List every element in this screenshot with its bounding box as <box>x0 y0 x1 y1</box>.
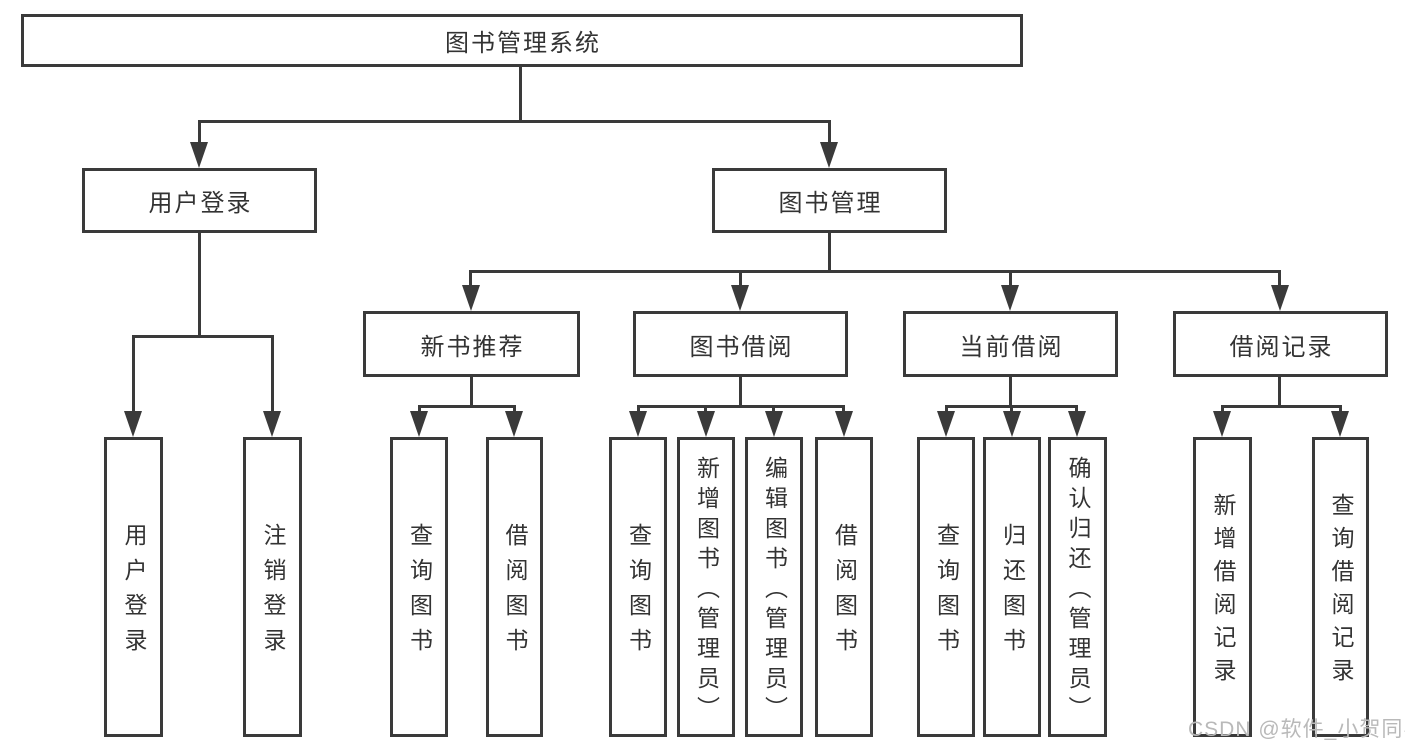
node-new-book-recommend: 新书推荐 <box>363 311 580 377</box>
edge-stub <box>418 405 421 412</box>
edge-rail <box>418 405 516 408</box>
edge-stub <box>513 405 516 412</box>
leaf-label: 确认归还（管理员） <box>1065 455 1091 726</box>
arrow-down-icon <box>629 411 647 437</box>
arrow-down-icon <box>1271 285 1289 311</box>
leaf-query-books: 查询图书 <box>390 437 448 737</box>
arrow-down-icon <box>731 285 749 311</box>
edge-stub <box>132 335 135 412</box>
leaf-return-books: 归还图书 <box>983 437 1041 737</box>
arrow-down-icon <box>820 142 838 168</box>
arrow-down-icon <box>1213 411 1231 437</box>
node-label: 借阅记录 <box>1229 333 1334 361</box>
arrow-down-icon <box>263 411 281 437</box>
node-label: 新书推荐 <box>420 333 525 361</box>
edge-level2-rail <box>198 120 831 123</box>
node-label: 图书管理系统 <box>445 30 601 57</box>
node-label: 当前借阅 <box>959 333 1064 361</box>
leaf-borrow-books: 借阅图书 <box>486 437 543 737</box>
edge-stub <box>469 270 472 286</box>
arrow-down-icon <box>1003 411 1021 437</box>
edge-rail <box>1221 405 1342 408</box>
leaf-label: 注销登录 <box>260 523 286 663</box>
edge-stub <box>271 335 274 412</box>
edge-stub <box>704 405 707 412</box>
leaf-label: 查询图书 <box>406 523 433 663</box>
edge-root-trunk <box>519 67 522 120</box>
edge-stub <box>1278 270 1281 286</box>
leaf-query-borrow-record: 查询借阅记录 <box>1312 437 1369 737</box>
edge-rail <box>637 405 845 408</box>
node-book-management: 图书管理 <box>712 168 947 233</box>
leaf-label: 编辑图书（管理员） <box>761 455 788 726</box>
arrow-down-icon <box>124 411 142 437</box>
leaf-label: 用户登录 <box>121 523 147 663</box>
leaf-user-login: 用户登录 <box>104 437 163 737</box>
leaf-label: 查询图书 <box>625 523 652 663</box>
leaf-label: 新增图书（管理员） <box>693 455 720 726</box>
edge-trunk <box>739 377 742 405</box>
node-label: 用户登录 <box>148 190 253 217</box>
node-current-borrow: 当前借阅 <box>903 311 1118 377</box>
leaf-query-books: 查询图书 <box>917 437 975 737</box>
edge-stub <box>1221 405 1224 412</box>
node-library-management-system: 图书管理系统 <box>21 14 1023 67</box>
leaf-borrow-books: 借阅图书 <box>815 437 873 737</box>
edge-stub <box>1339 405 1342 412</box>
leaf-label: 查询借阅记录 <box>1328 493 1354 691</box>
arrow-down-icon <box>835 411 853 437</box>
watermark: CSDN @软件_小贺同学 <box>1188 718 1405 741</box>
node-user-login: 用户登录 <box>82 168 317 233</box>
leaf-add-books-admin: 新增图书（管理员） <box>677 437 735 737</box>
leaf-edit-books-admin: 编辑图书（管理员） <box>745 437 803 737</box>
leaf-label: 查询图书 <box>933 523 960 663</box>
leaf-confirm-return-admin: 确认归还（管理员） <box>1048 437 1107 737</box>
arrow-down-icon <box>190 142 208 168</box>
arrow-down-icon <box>1068 411 1086 437</box>
edge-book-mgmt-trunk <box>828 232 831 270</box>
leaf-logout: 注销登录 <box>243 437 302 737</box>
edge-stub <box>828 120 831 143</box>
arrow-down-icon <box>1331 411 1349 437</box>
arrow-down-icon <box>697 411 715 437</box>
edge-trunk <box>1278 377 1281 405</box>
leaf-label: 借阅图书 <box>831 523 858 663</box>
leaf-add-borrow-record: 新增借阅记录 <box>1193 437 1252 737</box>
edge-stub <box>842 405 845 412</box>
leaf-label: 借阅图书 <box>502 523 528 663</box>
edge-stub <box>198 120 201 143</box>
edge-stub <box>637 405 640 412</box>
edge-stub <box>1010 405 1013 412</box>
arrow-down-icon <box>410 411 428 437</box>
edge-stub <box>772 405 775 412</box>
edge-level3-rail <box>469 270 1281 273</box>
edge-stub <box>739 270 742 286</box>
node-borrow-records: 借阅记录 <box>1173 311 1388 377</box>
edge-stub <box>945 405 948 412</box>
arrow-down-icon <box>1001 285 1019 311</box>
edge-user-login-rail <box>132 335 274 338</box>
edge-stub <box>1009 270 1012 286</box>
arrow-down-icon <box>765 411 783 437</box>
leaf-query-books: 查询图书 <box>609 437 667 737</box>
edge-trunk <box>1009 377 1012 405</box>
node-label: 图书管理 <box>778 190 883 217</box>
node-label: 图书借阅 <box>689 333 794 361</box>
leaf-label: 归还图书 <box>999 523 1026 663</box>
arrow-down-icon <box>937 411 955 437</box>
edge-trunk <box>470 377 473 405</box>
edge-user-login-trunk <box>198 233 201 335</box>
node-book-borrow: 图书借阅 <box>633 311 848 377</box>
edge-stub <box>1075 405 1078 412</box>
arrow-down-icon <box>462 285 480 311</box>
leaf-label: 新增借阅记录 <box>1210 493 1236 691</box>
arrow-down-icon <box>505 411 523 437</box>
